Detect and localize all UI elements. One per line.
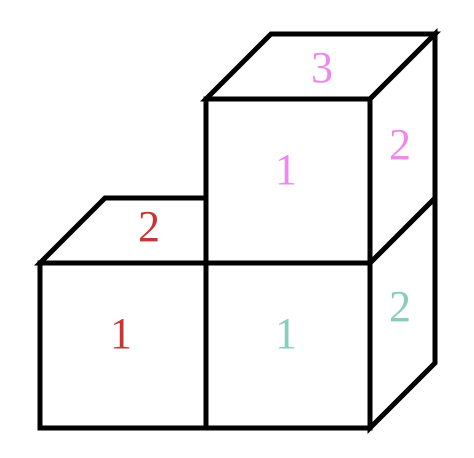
right-top-cube-front-label: 1: [275, 145, 297, 194]
right-bottom-cube-side-label: 2: [389, 282, 411, 331]
left-bottom-cube-front-label: 1: [110, 309, 132, 358]
right-bottom-cube-front-label: 1: [275, 309, 297, 358]
right-top-cube-front-face: [203, 96, 373, 266]
left-bottom-cube-top-face: [33, 195, 209, 266]
right-top-cube: [199, 27, 442, 270]
right-bottom-cube: [203, 191, 438, 435]
left-bottom-cube-top-label: 2: [138, 202, 160, 251]
right-top-cube-side-label: 2: [389, 120, 411, 169]
right-top-cube-top-label: 3: [311, 43, 333, 92]
